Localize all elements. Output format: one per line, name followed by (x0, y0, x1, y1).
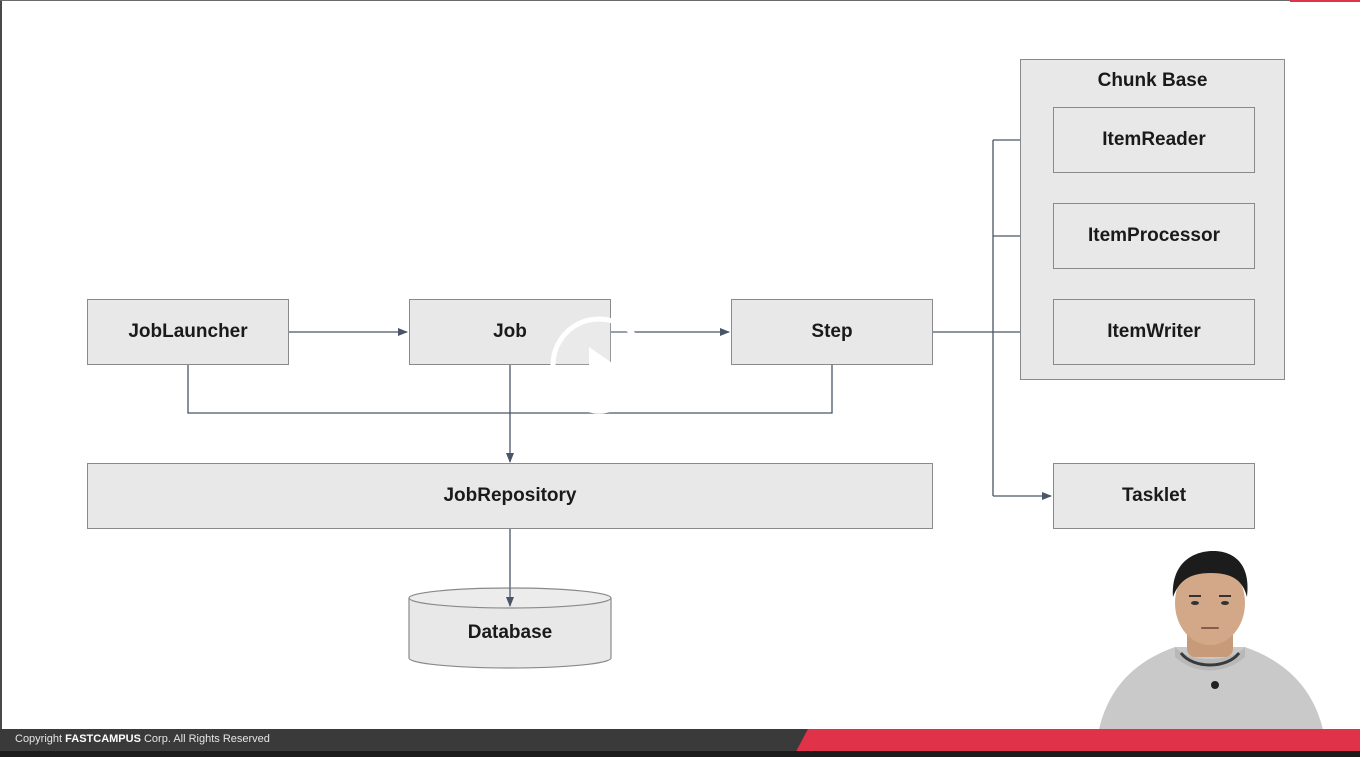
itemreader-box: ItemReader (1053, 107, 1255, 173)
play-button[interactable] (549, 315, 649, 415)
itemprocessor-label: ItemProcessor (1087, 225, 1220, 246)
itemprocessor-box: ItemProcessor (1053, 203, 1255, 269)
copyright-brand: FASTCAMPUS (65, 733, 141, 745)
footer-dark-band (0, 729, 820, 751)
footer-bar: Copyright FASTCAMPUS Corp. All Rights Re… (0, 729, 1360, 757)
chunk-base-title: Chunk Base (1097, 70, 1208, 91)
copyright-suffix: Corp. All Rights Reserved (140, 733, 270, 745)
database-label: Database (467, 622, 553, 643)
itemreader-label: ItemReader (1102, 129, 1206, 150)
job-label: Job (493, 321, 527, 342)
copyright-text: Copyright FASTCAMPUS Corp. All Rights Re… (15, 733, 270, 745)
footer-red-band-fill (820, 729, 1360, 751)
presenter-video (1075, 545, 1345, 757)
joblauncher-label: JobLauncher (128, 321, 248, 342)
job-box: Job (409, 299, 611, 365)
jobrepository-label: JobRepository (443, 485, 577, 506)
joblauncher-box: JobLauncher (87, 299, 289, 365)
top-accent-bar (1290, 0, 1360, 2)
jobrepository-box: JobRepository (87, 463, 933, 529)
tasklet-label: Tasklet (1121, 485, 1187, 506)
frame-left-edge (0, 0, 2, 729)
play-icon (550, 316, 648, 414)
step-label: Step (811, 321, 853, 342)
step-box: Step (731, 299, 933, 365)
itemwriter-label: ItemWriter (1107, 321, 1201, 342)
presenter-image (1095, 551, 1327, 757)
tasklet-box: Tasklet (1053, 463, 1255, 529)
footer-bottom-strip (0, 751, 1360, 757)
copyright-prefix: Copyright (15, 733, 66, 745)
frame-top-edge (0, 0, 1290, 1)
itemwriter-box: ItemWriter (1053, 299, 1255, 365)
